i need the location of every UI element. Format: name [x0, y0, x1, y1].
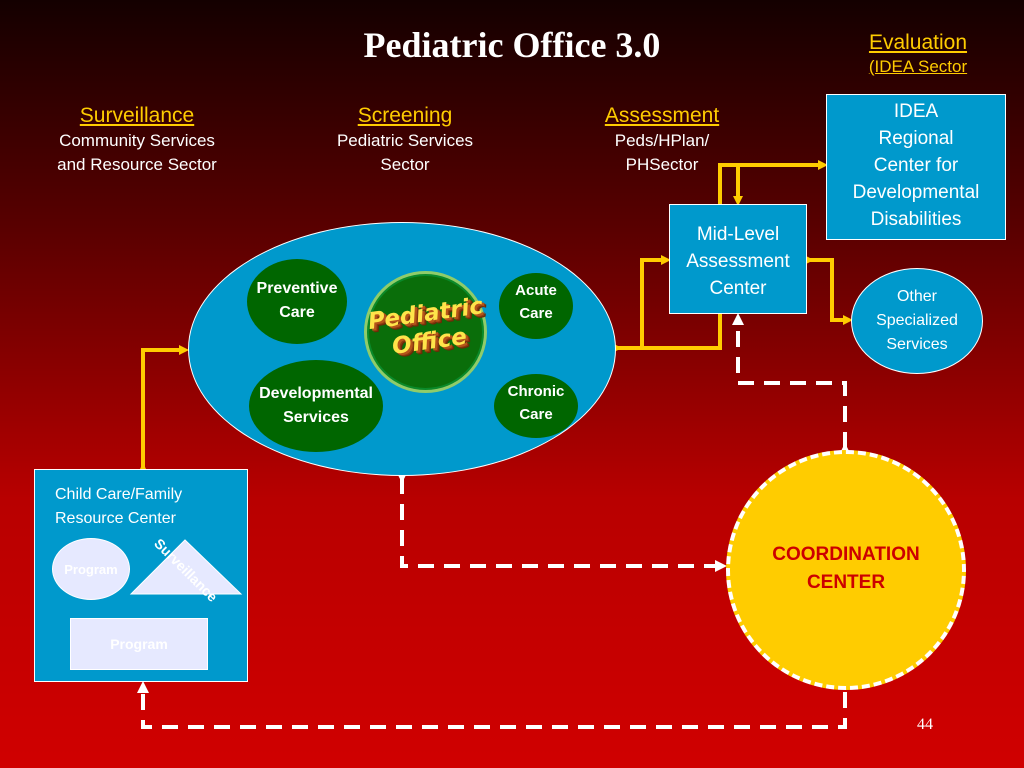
evaluation-header: Evaluation (IDEA Sector: [850, 30, 986, 78]
pediatric-office-logo: [364, 271, 487, 393]
childcare-line: Child Care/Family: [55, 486, 183, 503]
idea-line: Regional: [878, 128, 954, 149]
midlevel-assessment-center-box: Mid-Level Assessment Center: [669, 204, 807, 314]
idea-line: Disabilities: [870, 209, 962, 230]
sector-line: Sector: [380, 155, 430, 174]
sector-heading: Assessment: [604, 104, 720, 127]
sector-heading: Screening: [357, 104, 453, 127]
idea-line: Center for: [873, 155, 959, 176]
acute-care-node: Acute Care: [499, 273, 573, 339]
program-rect: Program: [70, 618, 208, 670]
developmental-services-node: Developmental Services: [249, 360, 383, 452]
page-title: Pediatric Office 3.0: [363, 25, 661, 65]
node-line: Chronic: [507, 383, 565, 400]
sector-line: and Resource Sector: [57, 155, 217, 174]
evaluation-heading: Evaluation: [868, 31, 968, 54]
sector-heading: Surveillance: [79, 104, 195, 127]
node-line: Care: [279, 304, 315, 321]
other-line: Other: [896, 288, 937, 305]
dashed-coord-childcare: [137, 681, 847, 729]
sector-assessment: Assessment Peds/HPlan/ PHSector: [580, 103, 744, 177]
midlevel-line: Center: [709, 278, 767, 299]
sector-line: Community Services: [59, 131, 215, 150]
node-line: Care: [519, 305, 553, 322]
chronic-care-node: Chronic Care: [494, 374, 578, 438]
arrow-idea-midlevel: [733, 163, 824, 206]
midlevel-line: Mid-Level: [696, 224, 780, 245]
sector-line: Pediatric Services: [336, 131, 474, 150]
other-line: Specialized: [876, 312, 958, 329]
sector-surveillance: Surveillance Community Services and Reso…: [36, 103, 238, 177]
sector-line: Peds/HPlan/: [614, 131, 710, 150]
arrow-childcare-office: [138, 345, 189, 473]
node-line: Care: [519, 406, 553, 423]
node-line: Services: [283, 409, 349, 426]
other-specialized-services-circle: Other Specialized Services: [851, 268, 983, 374]
arrow-midlevel-other: [804, 255, 853, 325]
coordination-center-circle: [726, 450, 966, 690]
dashed-coord-midlevel: [732, 313, 851, 455]
coord-line: CENTER: [806, 572, 886, 593]
other-line: Services: [886, 336, 948, 353]
childcare-line: Resource Center: [55, 510, 176, 527]
sector-screening: Screening Pediatric Services Sector: [312, 103, 498, 177]
idea-line: IDEA: [893, 101, 939, 122]
node-line: Preventive: [256, 280, 338, 297]
preventive-care-node: Preventive Care: [247, 259, 347, 344]
idea-regional-center-box: IDEA Regional Center for Developmental D…: [826, 94, 1006, 240]
coord-line: COORDINATION: [772, 544, 920, 565]
evaluation-sector: (IDEA Sector: [868, 57, 968, 76]
midlevel-line: Assessment: [686, 251, 790, 272]
arrow-office-midlevel: [612, 255, 671, 353]
sector-line: PHSector: [625, 155, 699, 174]
idea-line: Developmental: [852, 182, 980, 203]
page-number: 44: [917, 716, 933, 733]
node-line: Developmental: [259, 385, 373, 402]
node-line: Acute: [515, 282, 557, 299]
childcare-family-resource-center-box: Child Care/Family Resource Center Progra…: [34, 469, 248, 682]
program-oval: Program: [52, 538, 130, 600]
dashed-office-coord: [396, 471, 727, 572]
childcare-label: Child Care/Family Resource Center: [55, 483, 245, 531]
coordination-center-label: COORDINATION CENTER: [726, 541, 966, 597]
surveillance-triangle: [129, 539, 243, 595]
